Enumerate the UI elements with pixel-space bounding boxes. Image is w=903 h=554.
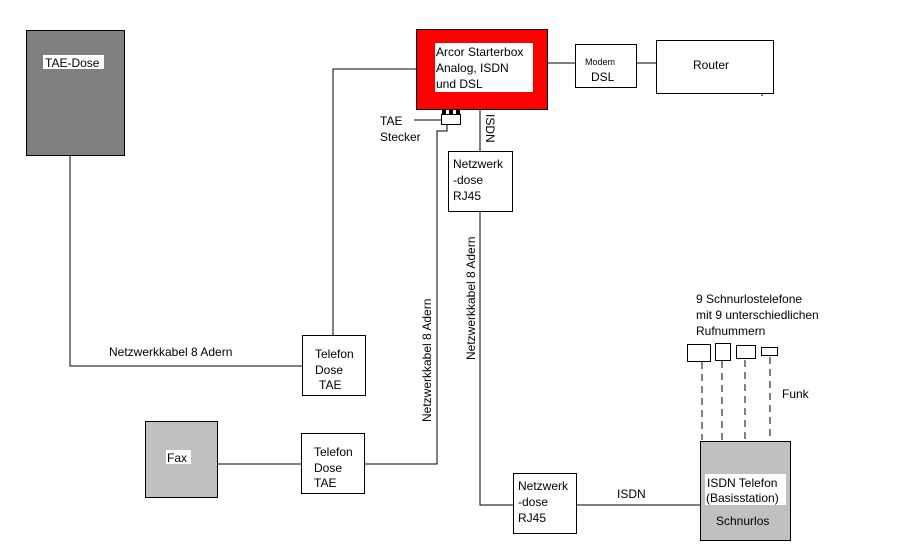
tae-dose-node: TAE-Dose xyxy=(26,30,125,156)
cable-tae-to-dose1 xyxy=(69,156,302,367)
rj45-label: RJ45 xyxy=(453,189,481,203)
modem-label: Modem xyxy=(585,57,615,67)
arcor-label-line: Analog, ISDN xyxy=(436,61,509,75)
cable-label: Netzwerkkabel 8 Adern xyxy=(464,237,478,360)
cable-label: Netzwerkkabel 8 Adern xyxy=(420,299,434,422)
isdn-base-label: ISDN Telefon xyxy=(707,476,777,490)
fax-label: Fax xyxy=(167,451,187,465)
funk-label: Funk xyxy=(782,387,810,401)
fax-node: Fax xyxy=(145,421,218,498)
rj45-label: -dose xyxy=(518,495,548,509)
isdn-base-label: (Basisstation) xyxy=(706,491,779,505)
isdn-label: ISDN xyxy=(483,114,497,143)
telefon-dose-label: Telefon xyxy=(314,445,353,459)
cable-dose2-to-stecker xyxy=(365,125,448,465)
cordless-phones: 9 Schnurlostelefone mit 9 unterschiedlic… xyxy=(687,292,819,362)
netzwerkdose-bottom-node: Netzwerk -dose RJ45 xyxy=(513,473,577,534)
tae-stecker: TAE Stecker xyxy=(380,110,461,144)
isdn-label: ISDN xyxy=(617,487,646,501)
tae-stecker-label: Stecker xyxy=(380,130,421,144)
telefon-dose-label: Dose xyxy=(314,461,342,475)
arcor-label-line: Arcor Starterbox xyxy=(436,45,523,59)
tae-stecker-label: TAE xyxy=(380,114,402,128)
telefon-dose-2-node: Telefon Dose TAE xyxy=(301,433,365,494)
isdn-base-label: Schnurlos xyxy=(716,514,769,528)
rj45-label: Netzwerk xyxy=(518,479,569,493)
cable-dose1-to-arcor xyxy=(332,68,416,335)
cable-rj45-to-rj45 xyxy=(479,212,513,506)
modem-label: DSL xyxy=(591,70,615,84)
telefon-dose-label: TAE xyxy=(319,378,341,392)
phone-icon xyxy=(761,347,778,356)
rj45-label: -dose xyxy=(453,173,483,187)
plug-icon xyxy=(441,114,461,125)
telefon-dose-1-node: Telefon Dose TAE xyxy=(302,335,366,396)
netzwerkdose-top-node: Netzwerk -dose RJ45 xyxy=(448,151,513,212)
modem-node: Modem DSL xyxy=(575,44,637,88)
phone-icon xyxy=(736,345,756,359)
telefon-dose-label: Telefon xyxy=(315,347,354,361)
router-node: Router xyxy=(656,40,774,96)
connections xyxy=(69,62,771,506)
phone-icon xyxy=(687,344,711,362)
phones-caption: 9 Schnurlostelefone xyxy=(696,292,802,306)
isdn-basisstation-node: ISDN Telefon (Basisstation) Schnurlos xyxy=(700,441,791,541)
telefon-dose-label: Dose xyxy=(315,363,343,377)
phone-icon xyxy=(715,343,731,361)
phones-caption: Rufnummern xyxy=(696,324,765,338)
rj45-label: RJ45 xyxy=(518,511,546,525)
rj45-label: Netzwerk xyxy=(453,157,504,171)
tae-dose-label: TAE-Dose xyxy=(45,56,100,70)
router-label: Router xyxy=(693,58,729,72)
phones-caption: mit 9 unterschiedlichen xyxy=(696,308,819,322)
cable-label: Netzwerkkabel 8 Adern xyxy=(109,345,232,359)
arcor-label-line: und DSL xyxy=(436,77,483,91)
arcor-starterbox-node: Arcor Starterbox Analog, ISDN und DSL xyxy=(416,29,548,110)
telefon-dose-label: TAE xyxy=(314,476,336,490)
